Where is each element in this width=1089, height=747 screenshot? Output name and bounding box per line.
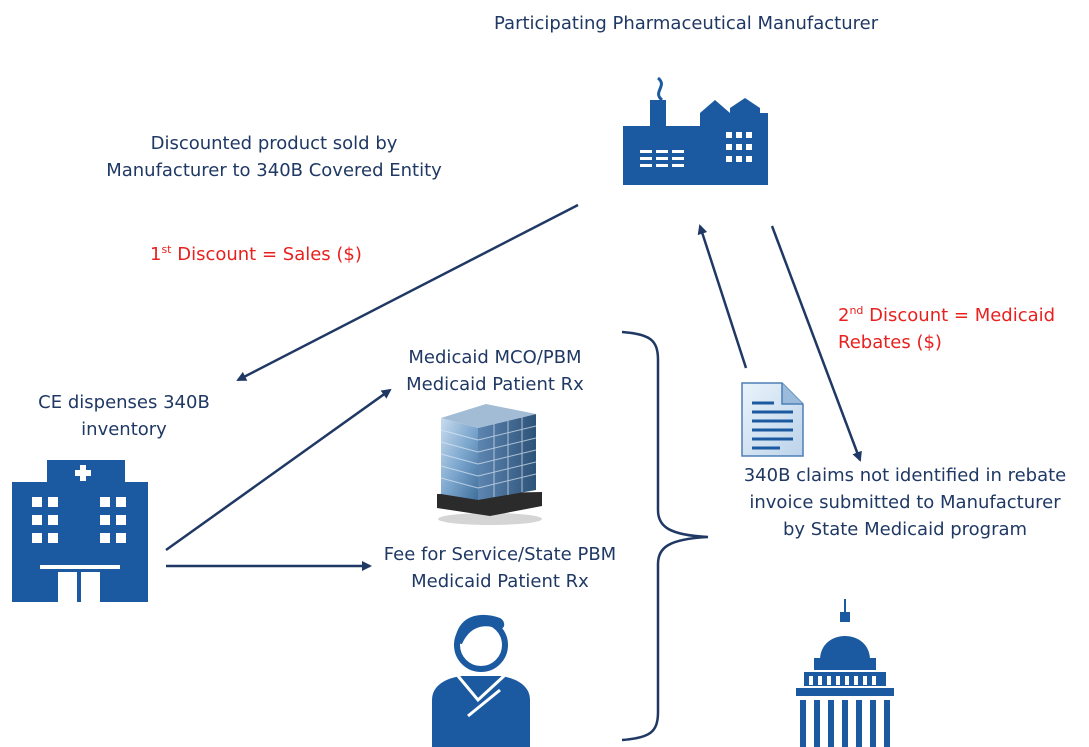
claims-label: 340B claims not identified in rebate inv… <box>724 462 1086 543</box>
factory-icon <box>623 76 768 185</box>
ffs-line-2: Medicaid Patient Rx <box>411 571 589 592</box>
manufacturer-title: Participating Pharmaceutical Manufacture… <box>494 13 879 34</box>
patient-icon <box>432 614 530 747</box>
first-discount-suffix: st <box>161 243 172 256</box>
discounted-product-line-2: Manufacturer to 340B Covered Entity <box>106 160 442 181</box>
arrow-claims-to-manufacturer <box>697 224 748 369</box>
ce-dispenses-label: CE dispenses 340B inventory <box>22 389 226 443</box>
claims-line-1: 340B claims not identified in rebate <box>743 465 1067 486</box>
discounted-product-label: Discounted product sold by Manufacturer … <box>83 130 465 184</box>
first-discount-text: Discount = Sales ($) <box>171 244 362 265</box>
first-discount-label: 1st Discount = Sales ($) <box>150 241 362 268</box>
second-discount-text: Discount = Medicaid <box>863 305 1056 326</box>
document-icon <box>741 382 804 457</box>
mco-line-1: Medicaid MCO/PBM <box>408 347 582 368</box>
bracket <box>621 330 709 742</box>
ffs-line-1: Fee for Service/State PBM <box>383 544 617 565</box>
second-discount-ordinal: 2 <box>838 305 850 326</box>
discounted-product-line-1: Discounted product sold by <box>150 133 398 154</box>
arrow-manufacturer-to-ce <box>236 203 579 382</box>
ce-dispenses-line-2: inventory <box>81 419 167 440</box>
second-discount-label: 2nd Discount = Medicaid Rebates ($) <box>838 302 1055 356</box>
ffs-label: Fee for Service/State PBM Medicaid Patie… <box>362 541 638 595</box>
first-discount-ordinal: 1 <box>150 244 162 265</box>
mco-label: Medicaid MCO/PBM Medicaid Patient Rx <box>375 344 615 398</box>
capitol-icon <box>796 599 894 747</box>
manufacturer-label: Participating Pharmaceutical Manufacture… <box>494 10 878 37</box>
mco-line-2: Medicaid Patient Rx <box>406 374 584 395</box>
arrow-ce-to-mco <box>165 388 392 552</box>
ce-dispenses-line-1: CE dispenses 340B <box>38 392 210 413</box>
second-discount-line-2: Rebates ($) <box>838 332 942 353</box>
hospital-icon <box>12 460 148 602</box>
office-building-icon <box>437 404 542 525</box>
claims-line-2: invoice submitted to Manufacturer <box>749 492 1061 513</box>
claims-line-3: by State Medicaid program <box>782 519 1028 540</box>
second-discount-suffix: nd <box>849 304 864 317</box>
arrow-manufacturer-to-state <box>770 225 862 462</box>
